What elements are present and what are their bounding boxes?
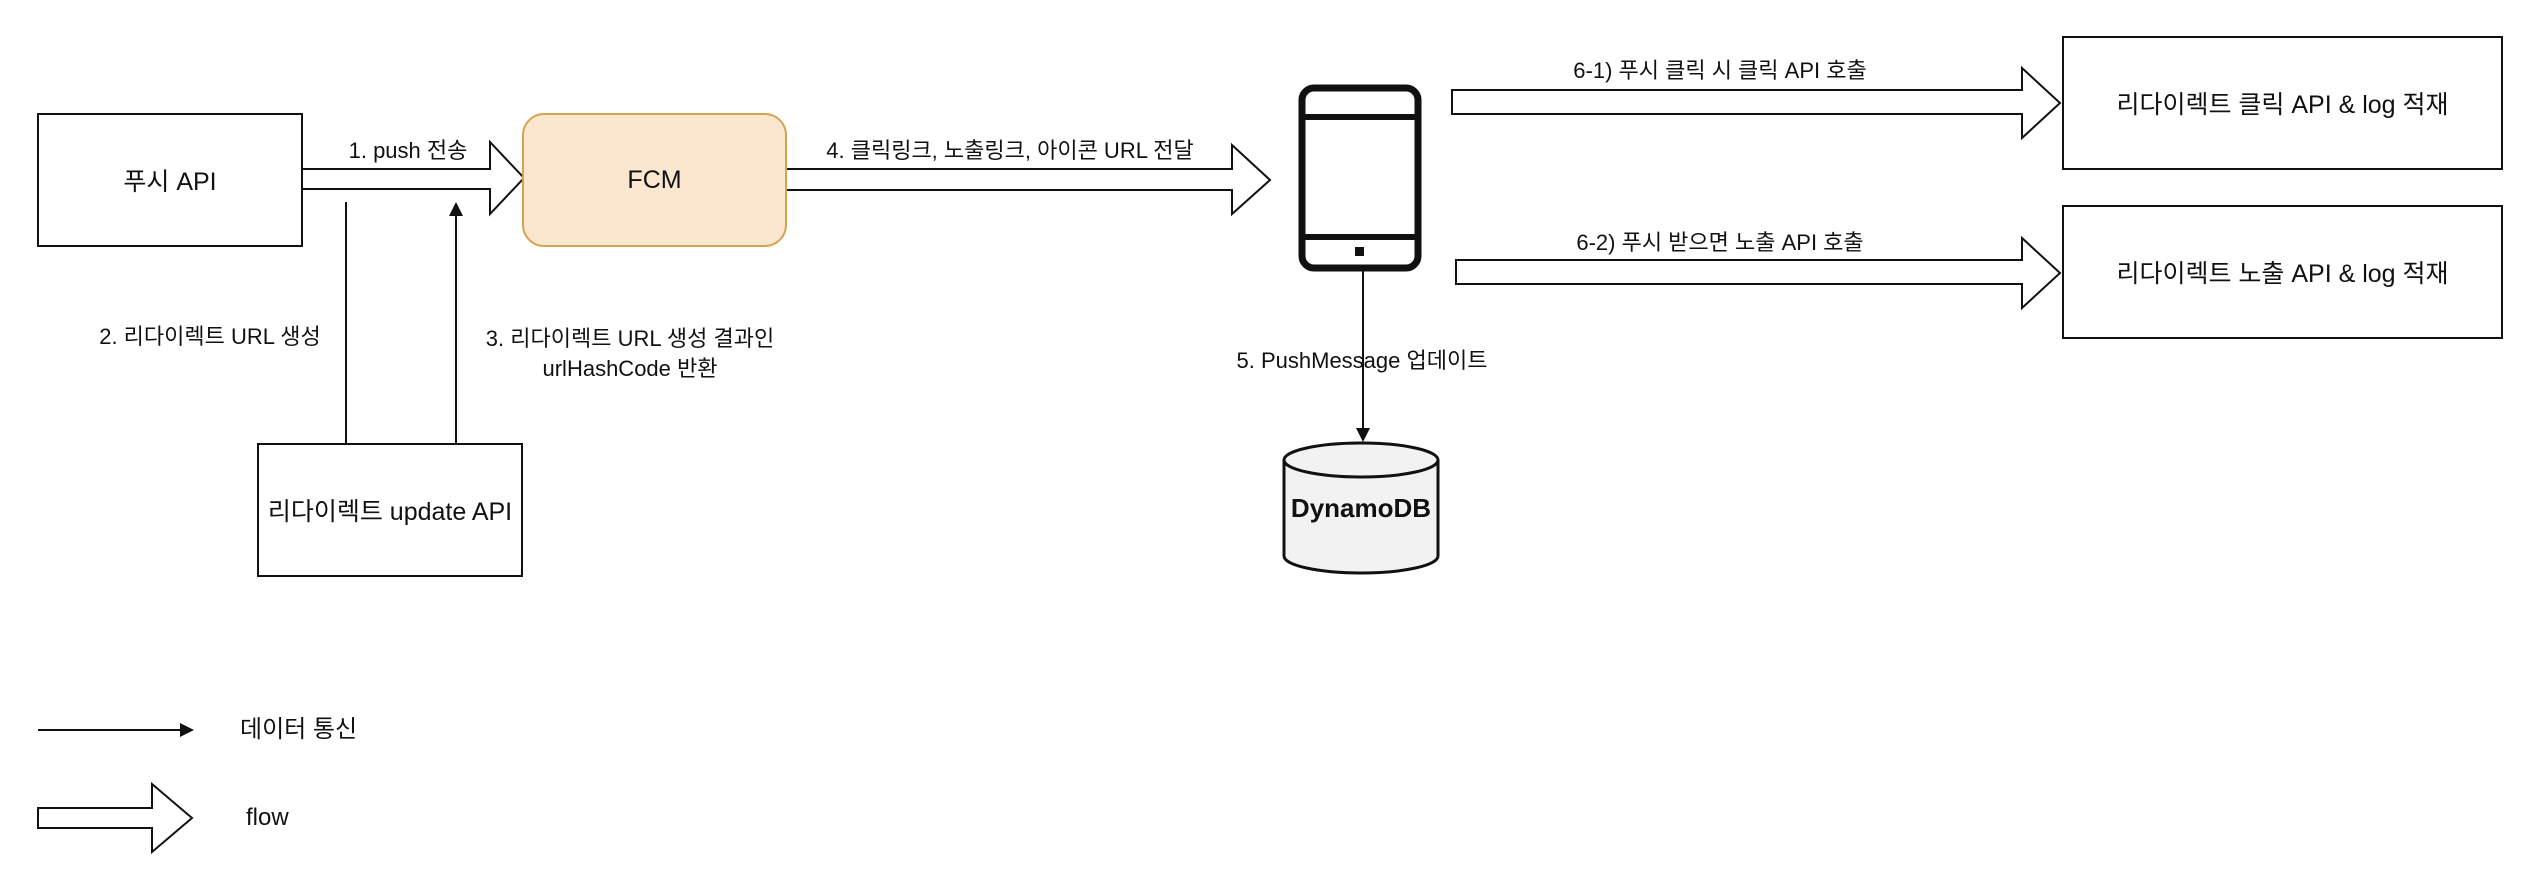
flow-arrow-phone-to-exposure-api (1455, 235, 2062, 311)
edge-label-step3: 3. 리다이렉트 URL 생성 결과인 urlHashCode 반환 (460, 324, 800, 384)
legend-label-data: 데이터 통신 (240, 716, 358, 743)
database-cylinder-icon (1282, 441, 1440, 575)
smartphone-icon (1298, 84, 1422, 272)
push-api-label: 푸시 API (123, 168, 217, 196)
edge-label-step3-line1: 3. 리다이렉트 URL 생성 결과인 (485, 326, 775, 351)
click-api-label: 리다이렉트 클릭 API & log 적재 (2116, 91, 2449, 119)
edge-label-step6-1: 6-1) 푸시 클릭 시 클릭 API 호출 (1573, 58, 1867, 83)
legend-label-flow: flow (246, 804, 289, 831)
fcm-box: FCM (522, 113, 787, 247)
click-api-box: 리다이렉트 클릭 API & log 적재 (2062, 36, 2503, 170)
flow-arrow-push-to-fcm (301, 139, 526, 217)
edge-label-step6-2: 6-2) 푸시 받으면 노출 API 호출 (1576, 230, 1864, 255)
dynamodb-label: DynamoDB (1290, 493, 1432, 523)
exposure-api-box: 리다이렉트 노출 API & log 적재 (2062, 205, 2503, 339)
fcm-label: FCM (627, 165, 682, 194)
exposure-api-label: 리다이렉트 노출 API & log 적재 (2116, 260, 2449, 288)
legend-flow-arrow (37, 781, 194, 855)
edge-label-step2: 2. 리다이렉트 URL 생성 (99, 324, 321, 349)
edge-label-step3-line2: urlHashCode 반환 (542, 356, 718, 381)
redirect-update-api-box: 리다이렉트 update API (257, 443, 523, 577)
flow-arrow-phone-to-click-api (1451, 65, 2062, 141)
edge-label-step4: 4. 클릭링크, 노출링크, 아이콘 URL 전달 (826, 138, 1194, 163)
redirect-update-api-label: 리다이렉트 update API (267, 498, 513, 526)
flow-arrow-fcm-to-phone (785, 142, 1272, 217)
edge-label-step5: 5. PushMessage 업데이트 (1236, 348, 1488, 373)
push-api-box: 푸시 API (37, 113, 303, 247)
edge-label-step1: 1. push 전송 (348, 138, 468, 163)
